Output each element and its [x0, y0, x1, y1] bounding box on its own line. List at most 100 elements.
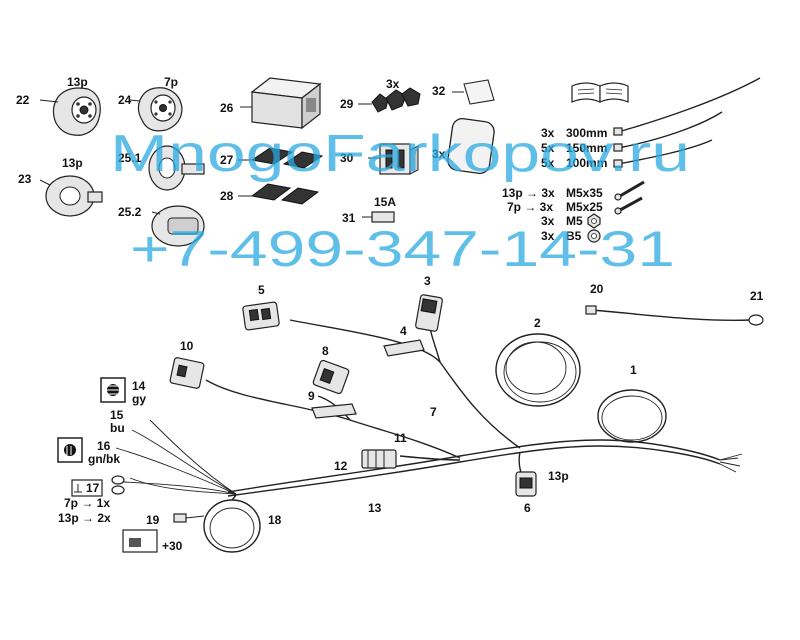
coil-1 — [597, 389, 667, 443]
part-32-sheet — [452, 79, 495, 105]
battery-icon — [122, 529, 158, 553]
label-22: 22 — [16, 93, 30, 107]
hw-size-2: 100mm — [566, 156, 607, 170]
label-6: 6 — [524, 501, 531, 515]
splice-4 — [383, 339, 425, 357]
label-20: 20 — [590, 282, 604, 296]
hw-qty-3: 13p → 3x — [502, 186, 555, 200]
spec-24-7p: 7p — [164, 75, 178, 89]
spec-6-13p: 13p — [548, 469, 569, 483]
tag-19-plus30: +30 — [162, 539, 183, 553]
hw-qty-5: 3x — [541, 214, 555, 228]
part-31-fuse — [362, 211, 395, 223]
ring-terminals-17 — [111, 475, 125, 495]
part-30-holder — [368, 143, 419, 175]
watermark-phone: +7-499-347-14-31 — [130, 221, 675, 277]
coil-2 — [495, 333, 581, 407]
spec-29-3x: 3x — [386, 77, 400, 91]
label-13: 13 — [368, 501, 382, 515]
harness-wires — [115, 319, 743, 497]
hw-size-0: 300mm — [566, 126, 607, 140]
label-18: 18 — [268, 513, 282, 527]
hw-size-1: 150mm — [566, 141, 607, 155]
part-28-pads — [238, 183, 320, 205]
label-30: 30 — [340, 151, 354, 165]
label-8: 8 — [322, 344, 329, 358]
label-26: 26 — [220, 101, 234, 115]
label-29: 29 — [340, 97, 354, 111]
label-7: 7 — [430, 405, 437, 419]
label-3: 3 — [424, 274, 431, 288]
ground-wire-20-21 — [585, 305, 764, 326]
book-icon — [571, 82, 629, 103]
connector-10 — [169, 357, 205, 389]
hardware-list: 3x 300mm 5x 150mm 5x 100mm 13p → 3x M5x3… — [502, 126, 607, 243]
hw-qty-0: 3x — [541, 126, 555, 140]
spec-14-gy: gy — [132, 392, 146, 406]
coil-18 — [203, 493, 261, 553]
ground-icon — [71, 479, 103, 497]
label-23: 23 — [18, 172, 32, 186]
connector-8 — [312, 359, 350, 395]
label-27: 27 — [220, 153, 234, 167]
spec-15-bu: bu — [110, 421, 125, 435]
part-25-2-gasket — [151, 205, 205, 247]
pin-19 — [173, 513, 205, 523]
watermark-site: MnogoFarkopov.ru — [110, 125, 690, 183]
connector-6 — [515, 471, 537, 497]
label-17: 17 — [86, 481, 100, 495]
spec-23-13p: 13p — [62, 156, 83, 170]
part-25-1-gasket — [148, 145, 205, 191]
label-19: 19 — [146, 513, 160, 527]
nut-icon — [587, 213, 601, 229]
hw-size-5: M5 — [566, 214, 583, 228]
label-12: 12 — [334, 459, 348, 473]
hw-qty-4: 7p → 3x — [507, 200, 553, 214]
hw-size-3: M5x35 — [566, 186, 603, 200]
spec-30-3x: 3x — [432, 147, 446, 161]
spec-31-15a: 15A — [374, 195, 396, 209]
label-15: 15 — [110, 408, 124, 422]
label-31: 31 — [342, 211, 356, 225]
washer-icon — [587, 229, 601, 243]
rule-17-13p: 13p → 2x — [58, 511, 111, 525]
label-11: 11 — [394, 431, 407, 445]
adhesive-pad — [447, 117, 495, 175]
rule-17-7p: 7p → 1x — [64, 496, 110, 510]
label-28: 28 — [220, 189, 234, 203]
label-32: 32 — [432, 84, 446, 98]
hw-size-4: M5x25 — [566, 200, 603, 214]
label-16: 16 — [97, 439, 111, 453]
reverse-light-icon — [57, 437, 83, 463]
label-4: 4 — [400, 324, 407, 338]
label-9: 9 — [308, 389, 315, 403]
cable-ties — [613, 77, 761, 168]
label-10: 10 — [180, 339, 194, 353]
part-23-socket-13p — [39, 175, 103, 217]
label-2: 2 — [534, 316, 541, 330]
part-29-clips — [358, 87, 421, 113]
label-14: 14 — [132, 379, 146, 393]
spec-16-gnbk: gn/bk — [88, 452, 120, 466]
splice-9 — [311, 403, 357, 419]
connector-5 — [242, 301, 280, 331]
label-21: 21 — [750, 289, 764, 303]
label-25-1: 25.1 — [118, 151, 142, 165]
hw-qty-6: 3x — [541, 229, 555, 243]
label-5: 5 — [258, 283, 265, 297]
connector-12 — [361, 449, 397, 469]
part-22-socket-13p — [39, 87, 101, 136]
label-24: 24 — [118, 93, 132, 107]
hw-qty-2: 5x — [541, 156, 555, 170]
screws — [614, 180, 645, 215]
label-1: 1 — [630, 363, 637, 377]
part-24-socket-7p — [129, 87, 183, 132]
label-25-2: 25.2 — [118, 205, 142, 219]
connector-3 — [415, 294, 443, 332]
part-26-module — [240, 77, 322, 130]
fog-light-icon — [100, 377, 126, 403]
spec-22-13p: 13p — [67, 75, 88, 89]
hw-qty-1: 5x — [541, 141, 555, 155]
hw-size-6: B5 — [566, 229, 582, 243]
